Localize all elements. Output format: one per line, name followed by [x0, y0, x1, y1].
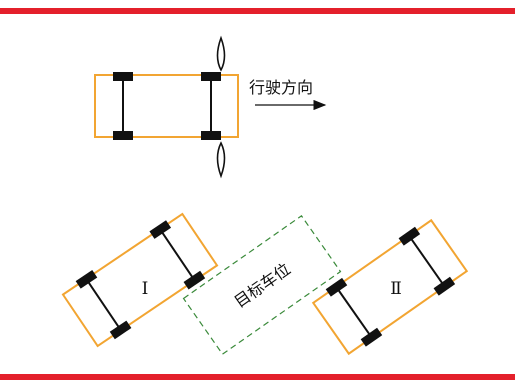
- moving-car-body: [94, 74, 239, 138]
- wheel: [75, 269, 98, 289]
- parked-car-two-front-axle: [410, 238, 444, 284]
- wheel: [201, 131, 221, 140]
- target-slot-label: 目标车位: [231, 259, 294, 311]
- parked-car-one-body: [61, 212, 219, 348]
- wheel: [433, 276, 456, 296]
- wheel: [109, 320, 132, 340]
- wheel: [113, 131, 133, 140]
- cone-icon: [216, 141, 226, 179]
- target-slot: 目标车位: [182, 215, 342, 355]
- wheel: [398, 226, 421, 246]
- parked-car-one-rear-axle: [87, 281, 120, 328]
- wheel: [325, 277, 348, 297]
- wheel: [183, 270, 206, 290]
- parked-car-two-rear-axle: [337, 289, 371, 335]
- parked-car-two: [311, 218, 469, 356]
- car-one-label: I: [142, 279, 149, 299]
- wheel: [149, 220, 172, 239]
- wheel: [360, 327, 383, 347]
- moving-car: [94, 72, 239, 140]
- car-two-label: Ⅱ: [390, 279, 402, 299]
- parked-car-two-body: [311, 218, 469, 356]
- parked-car-one-front-axle: [161, 231, 194, 278]
- wheel: [113, 72, 133, 81]
- direction-label: 行驶方向: [249, 78, 313, 97]
- parked-car-one: [61, 212, 219, 348]
- road-bottom-line: [0, 374, 515, 380]
- wheel: [201, 72, 221, 81]
- road-top-line: [0, 8, 515, 14]
- cone-icon: [216, 35, 226, 72]
